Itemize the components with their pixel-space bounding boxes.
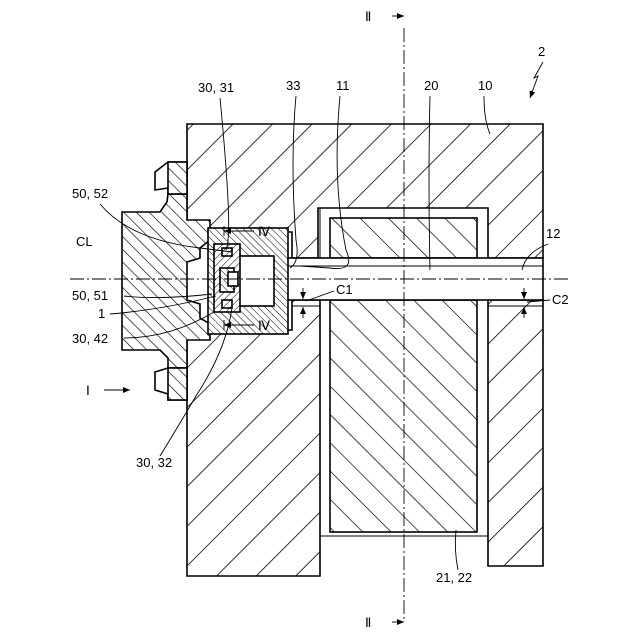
label-view-i: Ⅰ (86, 383, 90, 398)
label-ref-c2: C2 (552, 292, 569, 307)
figure-number-leader (530, 62, 543, 98)
label-ref-21-22: 21, 22 (436, 570, 472, 585)
label-ref-1: 1 (98, 306, 105, 321)
label-ref-cl: CL (76, 234, 93, 249)
housing-lower-left (187, 300, 320, 576)
label-ref-c1: C1 (336, 282, 353, 297)
lower-bolt-head (168, 368, 187, 400)
label-ref-30-42: 30, 42 (72, 331, 108, 346)
label-ref-50-51: 50, 51 (72, 288, 108, 303)
label-section-iv-bottom: Ⅳ (258, 318, 270, 333)
upper-bolt-head (168, 162, 187, 194)
label-ref-11: 11 (336, 78, 350, 93)
block-lower-part (330, 300, 477, 532)
label-ref-30-31: 30, 31 (198, 80, 234, 95)
label-ref-12: 12 (546, 226, 560, 241)
label-section-iv-top: Ⅳ (258, 224, 270, 239)
label-ref-33: 33 (286, 78, 300, 93)
label-ref-10: 10 (478, 78, 492, 93)
bearing-clip-bottom (222, 300, 232, 308)
housing-lower-right (488, 300, 543, 566)
label-ref-30-32: 30, 32 (136, 455, 172, 470)
block-upper-part (330, 218, 477, 258)
label-ref-20: 20 (424, 78, 438, 93)
label-figure-number: 2 (538, 44, 545, 59)
label-section-ii-top: Ⅱ (365, 9, 371, 24)
label-ref-50-52: 50, 52 (72, 186, 108, 201)
label-section-ii-bottom: Ⅱ (365, 615, 371, 630)
